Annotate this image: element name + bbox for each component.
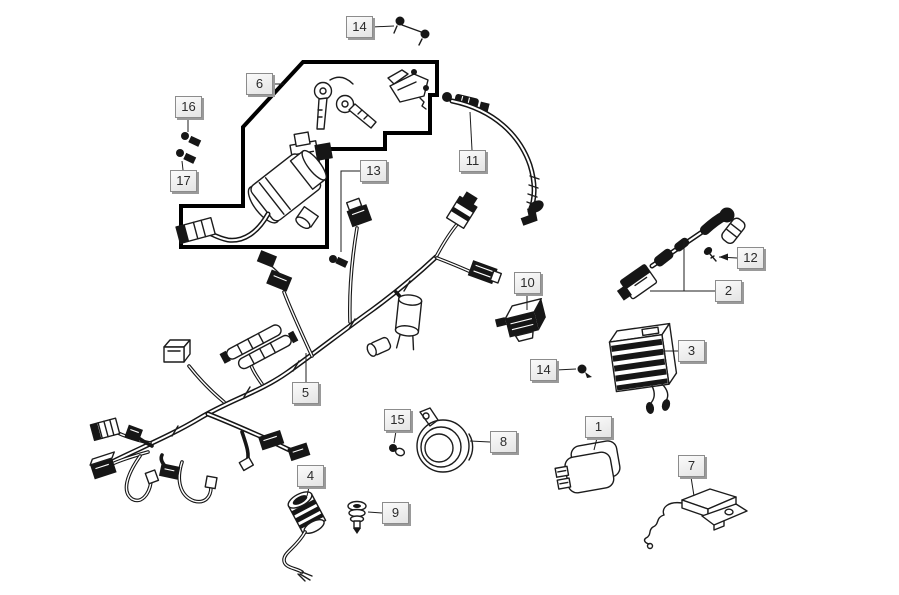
leader-line-horn [469, 440, 491, 443]
ignition-switch-icon [175, 131, 333, 245]
part-label-1-control-unit-box[interactable]: 1 [585, 416, 612, 438]
harness-connector [467, 260, 503, 285]
part-label-11-throttle-cable[interactable]: 11 [459, 150, 486, 172]
leader-line-clamp-screws [371, 25, 395, 28]
clamp-screws-icon [393, 16, 430, 46]
part-label-10-relay[interactable]: 10 [514, 272, 541, 294]
part-label-4-bulb-holder[interactable]: 4 [297, 465, 324, 487]
leader-arrow-spark-cable-screw [719, 253, 728, 261]
part-label-14-clamp-screws[interactable]: 14 [346, 16, 373, 38]
harness-connector [256, 250, 278, 268]
part-label-2-spark-plug-cable[interactable]: 2 [715, 280, 742, 302]
leader-line-rubber-grommet [367, 511, 383, 514]
leader-line-harness-screw [340, 170, 360, 252]
relay-icon [494, 297, 546, 343]
leader-line-bulb-holder [306, 486, 310, 497]
grommet-icon [347, 500, 367, 534]
harness-connector [258, 429, 285, 451]
harness-connector [345, 197, 373, 228]
harness-connector [89, 451, 117, 480]
part-label-9-rubber-grommet[interactable]: 9 [382, 502, 409, 524]
part-label-7-bracket-with-wire[interactable]: 7 [678, 455, 705, 477]
part-label-16-screw[interactable]: 16 [175, 96, 202, 118]
screw-15-icon [389, 444, 406, 457]
harness-connector [445, 191, 478, 230]
leader-lines [181, 25, 738, 514]
condenser-icon [366, 294, 423, 357]
part-label-12-spark-cable-screw[interactable]: 12 [737, 247, 764, 269]
leader-line-screw [555, 368, 577, 371]
keys-icon [313, 76, 377, 130]
part-label-17-screw[interactable]: 17 [170, 170, 197, 192]
harness-connector [287, 442, 311, 462]
screw-12-icon [703, 247, 717, 262]
leader-line-control-unit-box [593, 437, 598, 451]
wiring-harness-icon [89, 191, 503, 504]
screw-14b-icon [577, 364, 592, 378]
lock-kit-frame [179, 60, 439, 249]
spark-plug-cable-icon [616, 207, 746, 301]
leader-line-screw [181, 160, 184, 171]
screw-17-icon [176, 149, 197, 164]
part-label-6-lock-kit-group[interactable]: 6 [246, 73, 273, 95]
part-label-15-horn-screw[interactable]: 15 [384, 409, 411, 431]
throttle-cable-icon [442, 92, 544, 226]
part-label-3-voltage-regulator[interactable]: 3 [678, 340, 705, 362]
part-label-13-harness-screw[interactable]: 13 [360, 160, 387, 182]
horn-icon [416, 407, 474, 473]
voltage-regulator-icon [608, 322, 678, 414]
control-unit-icon [554, 440, 621, 494]
part-label-8-horn[interactable]: 8 [490, 431, 517, 453]
harness-screw-icon [329, 255, 349, 268]
latch-set-icon [387, 69, 429, 110]
screw-16-icon [181, 132, 202, 147]
leader-line-throttle-cable [469, 111, 473, 151]
micro-relay-icon [163, 339, 191, 363]
part-label-14-screw[interactable]: 14 [530, 359, 557, 381]
part-label-5-wiring-harness[interactable]: 5 [292, 382, 319, 404]
harness-connector [266, 269, 293, 292]
leader-line-bracket-with-wire [690, 476, 695, 497]
harness-connector [89, 417, 121, 442]
bulb-holder-icon [282, 491, 327, 582]
fuse-holder-icon [219, 324, 299, 370]
leader-line-horn-screw [393, 430, 397, 444]
harness-connector [158, 463, 181, 480]
bracket-wire-icon [643, 488, 748, 550]
harness-connector [124, 424, 143, 443]
